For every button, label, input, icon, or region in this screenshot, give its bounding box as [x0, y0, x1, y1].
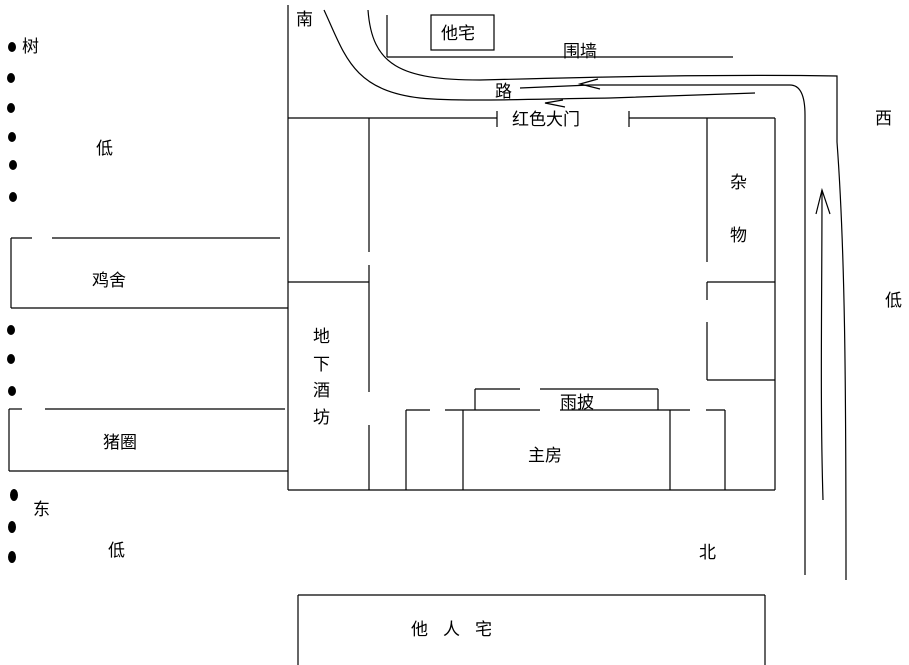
- label-main-house: 主房: [528, 446, 562, 466]
- label-low-right: 低: [885, 291, 902, 311]
- label-sundries-1: 杂: [730, 173, 747, 193]
- tree-dot: [8, 386, 16, 396]
- label-cellar-1: 地: [313, 327, 330, 347]
- tree-dot: [9, 160, 17, 170]
- label-north: 北: [699, 543, 716, 563]
- sundries-room: [706, 118, 775, 381]
- canopy-outline: [474, 388, 659, 410]
- label-cellar-3: 酒: [313, 381, 330, 401]
- label-sundries-2: 物: [730, 226, 747, 246]
- chicken-coop-outline: [10, 237, 288, 309]
- road-lines: [323, 9, 847, 581]
- label-other-house-bottom-3: 宅: [475, 620, 492, 640]
- label-red-gate: 红色大门: [512, 110, 580, 130]
- other-house-bottom-box: [297, 594, 766, 665]
- tree-dot: [10, 489, 18, 501]
- tree-dot: [7, 73, 15, 83]
- label-south: 南: [296, 10, 313, 30]
- label-tree: 树: [22, 37, 39, 57]
- label-canopy: 雨披: [560, 393, 594, 413]
- label-road: 路: [495, 82, 512, 102]
- label-pig-pen: 猪圈: [103, 433, 137, 453]
- label-east: 东: [33, 500, 50, 520]
- tree-dot: [7, 354, 15, 364]
- boundary-wall-line: [386, 15, 733, 58]
- tree-dot: [7, 103, 15, 113]
- label-low-bottom-left: 低: [108, 541, 125, 561]
- label-boundary-wall: 围墙: [563, 42, 597, 62]
- compound-walls: [288, 111, 776, 491]
- label-other-house-bottom-1: 他: [411, 620, 428, 640]
- tree-dot: [8, 551, 16, 563]
- other-house-top-box: [430, 14, 495, 51]
- main-house-outline: [405, 409, 726, 490]
- label-other-house-top: 他宅: [441, 24, 475, 44]
- label-chicken-coop: 鸡舍: [92, 271, 126, 291]
- label-other-house-bottom-2: 人: [443, 620, 460, 640]
- pig-pen-outline: [8, 408, 288, 472]
- label-low-top-left: 低: [96, 139, 113, 159]
- tree-row: [7, 42, 18, 563]
- label-cellar-4: 坊: [313, 408, 330, 428]
- tree-dot: [8, 521, 16, 533]
- label-west: 西: [875, 109, 892, 129]
- tree-dot: [8, 42, 16, 52]
- label-cellar-2: 下: [313, 355, 330, 375]
- tree-dot: [9, 192, 17, 202]
- tree-dot: [8, 132, 16, 142]
- tree-dot: [7, 325, 15, 335]
